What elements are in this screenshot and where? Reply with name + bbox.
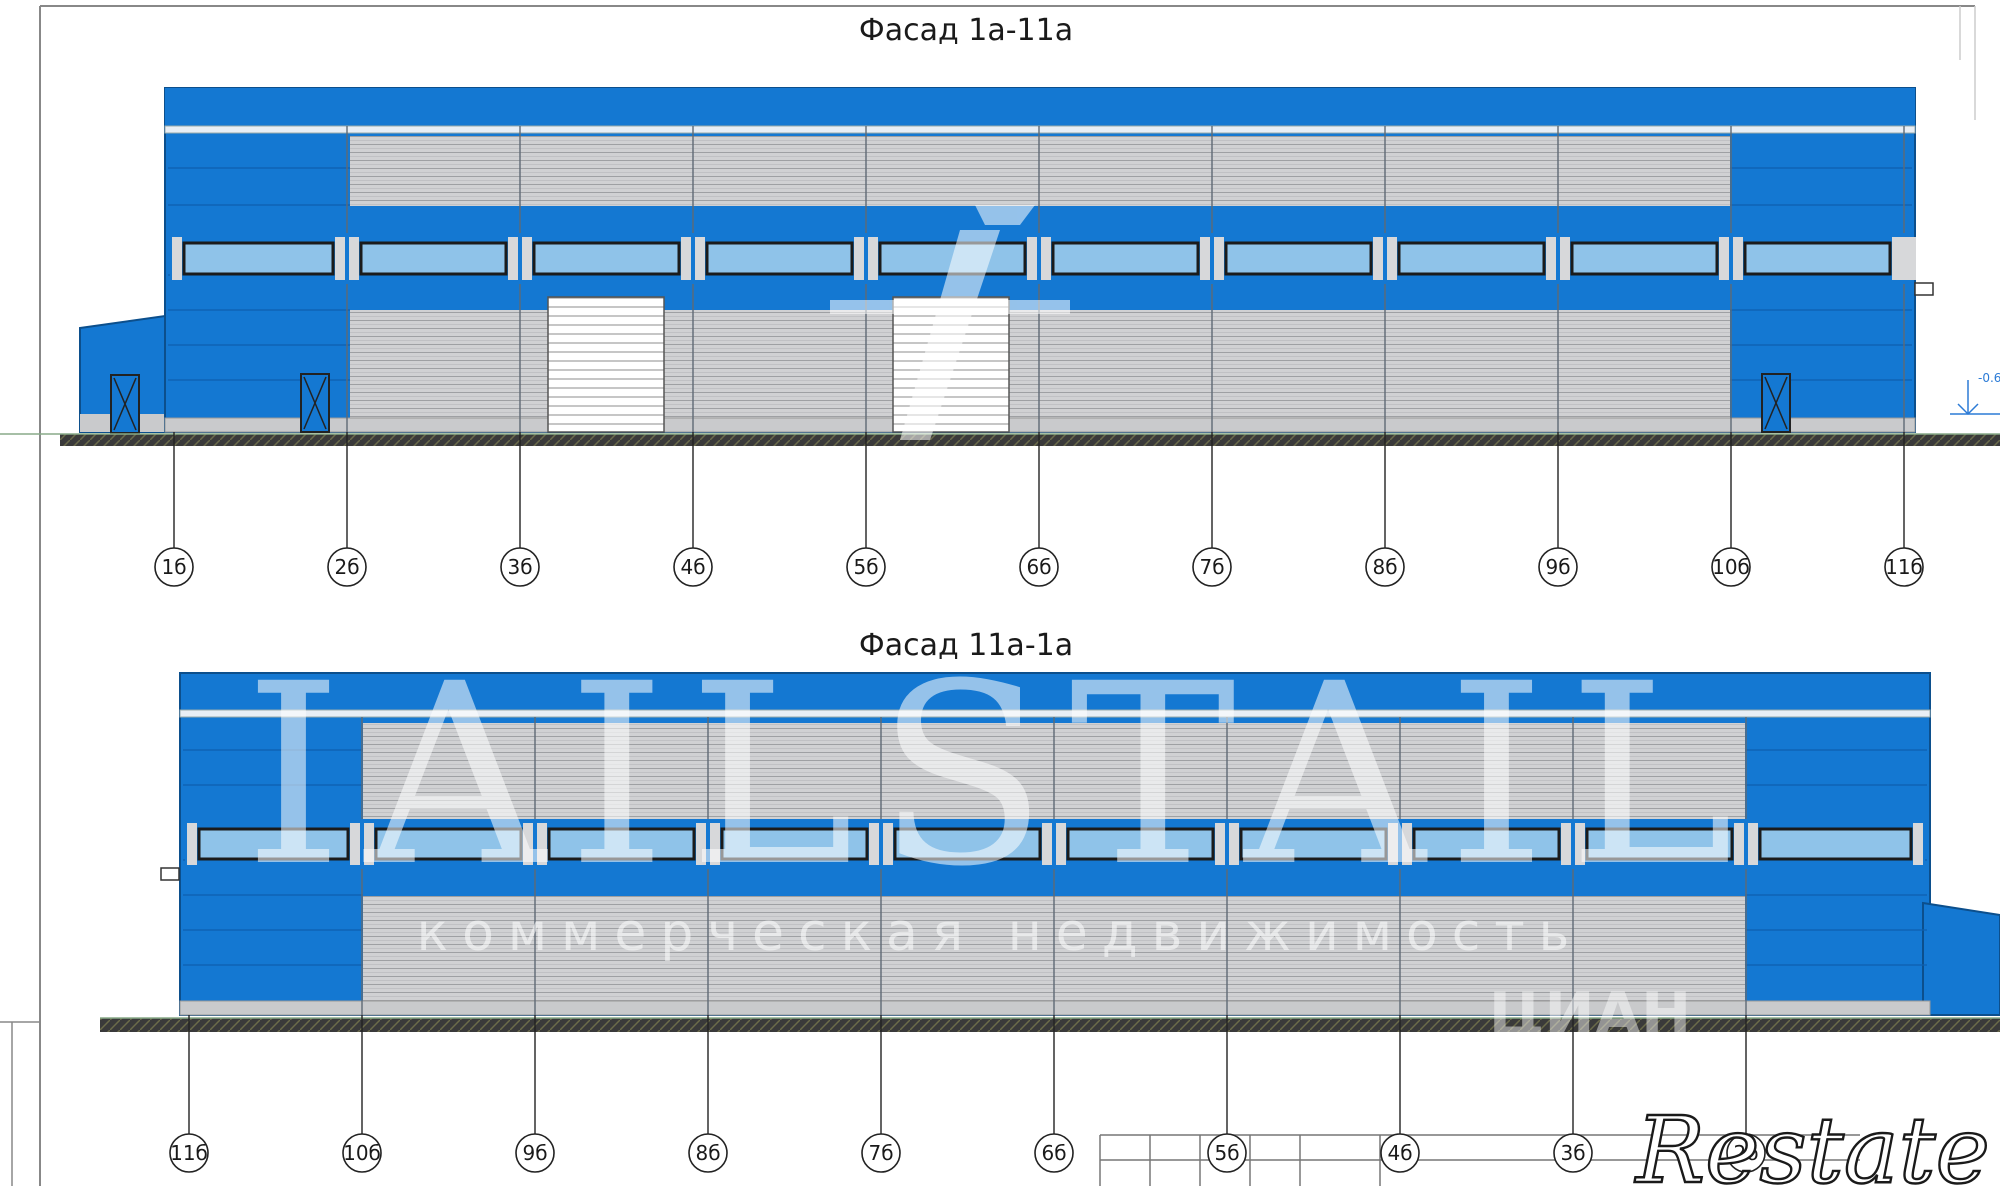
top-axis-marker [1538, 547, 1578, 587]
watermark-subtitle: коммерческая недвижимость [417, 903, 1584, 963]
bottom-window [1412, 827, 1561, 861]
watermark-logo-mark [830, 205, 1070, 440]
facade-top-title: Фасад 1а-11а [859, 13, 1073, 48]
bottom-window [374, 827, 523, 861]
bottom-axis-label: 11б [170, 1141, 208, 1165]
top-axis-label: 2б [334, 555, 359, 579]
top-window [1743, 241, 1892, 276]
bottom-axis-label: 9б [522, 1141, 547, 1165]
top-axis-label: 10б [1712, 555, 1750, 579]
bottom-axis-label: 7б [868, 1141, 893, 1165]
bottom-window [1066, 827, 1215, 861]
cian-watermark-text: ЦИАН [1489, 980, 1692, 1050]
bottom-axis-label: 10б [343, 1141, 381, 1165]
bottom-axis-marker [861, 1133, 901, 1173]
level-mark: -0.6 [1950, 371, 2000, 416]
bottom-axis-label: 3б [1560, 1141, 1585, 1165]
door-2 [300, 373, 330, 433]
door-10 [1761, 373, 1791, 433]
top-axis-label: 8б [1372, 555, 1397, 579]
bottom-window [1585, 827, 1734, 861]
top-axis-label: 4б [680, 555, 705, 579]
ground-bottom [100, 1018, 2000, 1032]
bottom-axis-label: 5б [1214, 1141, 1239, 1165]
facade-bottom-title: Фасад 11а-1а [859, 628, 1073, 663]
bottom-axis-marker [169, 1133, 209, 1173]
top-window [532, 241, 681, 276]
bottom-window [1239, 827, 1388, 861]
restate-logo: Restate [1633, 1096, 1992, 1186]
bottom-window [893, 827, 1042, 861]
top-axis-marker [673, 547, 713, 587]
top-axis-marker [846, 547, 886, 587]
bottom-axis-marker [1380, 1133, 1420, 1173]
top-axis-label: 7б [1199, 555, 1224, 579]
gray-band-upper [350, 136, 1730, 206]
top-window [705, 241, 854, 276]
top-axis-marker [500, 547, 540, 587]
top-axis-label: 1б [161, 555, 186, 579]
facade-bottom: Фасад 11а-1а 11б 10б 9б 8б 7б 6б 5б 4б 3б 2б [100, 628, 2000, 1173]
bottom-window [720, 827, 869, 861]
bottom-axis-label: 8б [695, 1141, 720, 1165]
bottom-axis-marker [1034, 1133, 1074, 1173]
cian-watermark: ЦИАН [1489, 980, 1692, 1050]
bottom-axis-marker [342, 1133, 382, 1173]
parapet-top [165, 88, 1915, 126]
bottom-axis-label: 6б [1041, 1141, 1066, 1165]
top-axis-label: 5б [853, 555, 878, 579]
top-axis-marker [327, 547, 367, 587]
top-axis-marker [1711, 547, 1751, 587]
bottom-axis-label: 4б [1387, 1141, 1412, 1165]
top-axis-marker [1884, 547, 1924, 587]
facade-top: Фасад 1а-11а [0, 13, 2000, 587]
annex-left [79, 314, 166, 434]
top-window [1051, 241, 1200, 276]
top-window [1224, 241, 1373, 276]
restate-logo-text: Restate [1634, 1097, 1990, 1186]
top-window [1570, 241, 1719, 276]
watermark-brand: IAILSTAIL [244, 630, 1756, 921]
top-axis-marker [1192, 547, 1232, 587]
axes-bottom: 11б 10б 9б 8б 7б 6б 5б 4б 3б 2б [169, 1015, 1766, 1173]
top-window [1397, 241, 1546, 276]
bottom-window [197, 827, 350, 861]
top-axis-marker [1365, 547, 1405, 587]
top-axis-marker [1019, 547, 1059, 587]
watermark: IAILSTAIL коммерческая недвижимость [244, 205, 1756, 963]
bottom-axis-marker [1726, 1133, 1766, 1173]
top-axis-label: 9б [1545, 555, 1570, 579]
annex-right [1922, 901, 2000, 1016]
top-axis-label: 11б [1885, 555, 1923, 579]
bottom-window [547, 827, 696, 861]
window-row-bottom [185, 819, 1925, 869]
axes-top: 1б 2б 3б 4б 5б 6б 7б 8б 9б 10б 11б [154, 432, 1924, 587]
top-window [359, 241, 508, 276]
bottom-axis-label: 2б [1733, 1141, 1758, 1165]
level-mark-label: -0.6 [1978, 371, 2000, 385]
gate-1 [547, 296, 665, 433]
bottom-axis-marker [1553, 1133, 1593, 1173]
top-window [182, 241, 335, 276]
bottom-window [1758, 827, 1913, 861]
ground-top [60, 434, 2000, 446]
bottom-axis-marker [688, 1133, 728, 1173]
top-axis-label: 3б [507, 555, 532, 579]
bottom-axis-marker [515, 1133, 555, 1173]
top-axis-label: 6б [1026, 555, 1051, 579]
top-axis-marker [154, 547, 194, 587]
window-row-top [170, 233, 1916, 284]
bottom-axis-marker [1207, 1133, 1247, 1173]
